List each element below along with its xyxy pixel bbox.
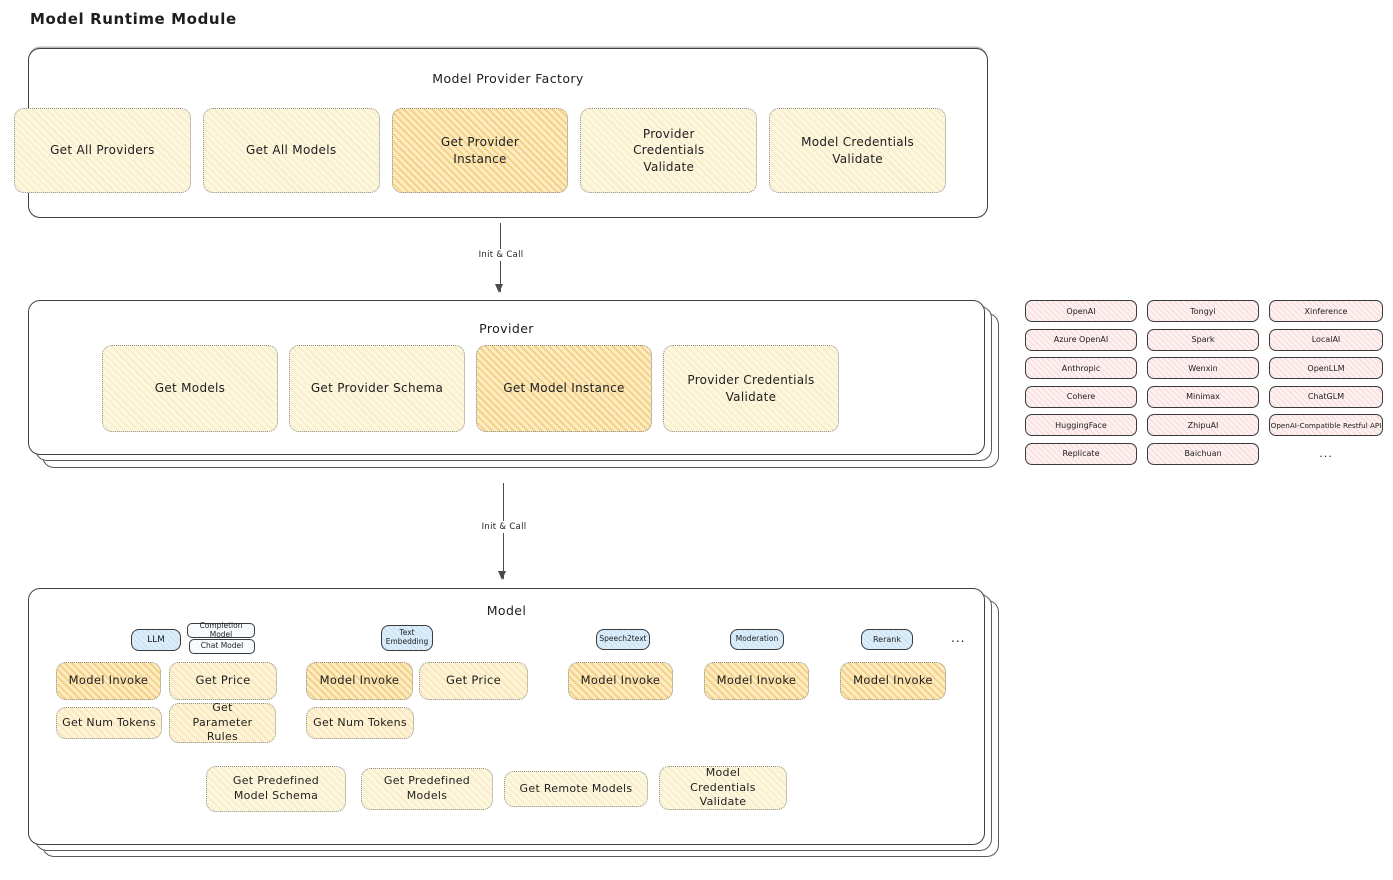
rerank-model-invoke-button: Model Invoke [840,662,946,700]
llm-model-invoke-button: Model Invoke [56,662,161,700]
llm-get-price-button: Get Price [169,662,277,700]
get-model-instance-button: Get Model Instance [476,345,652,432]
provider-chip-zhipuai: ZhipuAI [1147,414,1259,436]
provider-title: Provider [479,321,534,336]
text-embedding-tag: Text Embedding [381,625,433,651]
llm-get-num-tokens-button: Get Num Tokens [56,707,162,739]
factory-title: Model Provider Factory [432,71,584,86]
provider-chip-wenxin: Wenxin [1147,357,1259,379]
init-call-label-bottom: Init & Call [476,521,532,533]
get-predefined-model-schema-button: Get Predefined Model Schema [206,766,346,812]
init-call-label-top: Init & Call [473,249,529,261]
provider-credentials-validate-button: Provider Credentials Validate [580,108,758,193]
factory-button-row: Get All Providers Get All Models Get Pro… [14,108,946,193]
moderation-tag: Moderation [730,629,784,650]
provider-chip-cohere: Cohere [1025,385,1137,408]
init-call-arrow-top: Init & Call [473,223,529,293]
provider-chip-openllm: OpenLLM [1269,357,1383,379]
get-all-providers-button: Get All Providers [14,108,191,193]
completion-model-tag: Completion Model [187,621,255,638]
get-provider-schema-button: Get Provider Schema [289,345,465,432]
get-models-button: Get Models [102,345,278,432]
diagram-title: Model Runtime Module [30,10,237,28]
provider-chip-anthropic: Anthropic [1025,357,1137,379]
model-types-ellipsis: ... [951,631,966,645]
provider-button-row: Get Models Get Provider Schema Get Model… [102,345,839,432]
provider-chip-openai: OpenAI [1025,300,1137,322]
get-remote-models-button: Get Remote Models [504,771,648,807]
provider-list-column-2: Tongyi Spark Wenxin Minimax ZhipuAI Baic… [1147,300,1259,465]
get-provider-instance-button: Get Provider Instance [391,108,569,193]
provider-chip-xinference: Xinference [1269,300,1383,322]
embedding-model-invoke-button: Model Invoke [306,662,413,700]
provider-list: OpenAI Azure OpenAI Anthropic Cohere Hug… [1025,300,1383,465]
model-credentials-validate-button: Model Credentials Validate [769,108,946,193]
get-predefined-models-button: Get Predefined Models [361,768,493,810]
provider-chip-huggingface: HuggingFace [1025,414,1137,436]
provider-chip-chatglm: ChatGLM [1269,385,1383,408]
llm-get-parameter-rules-button: Get Parameter Rules [169,701,276,743]
provider-chip-spark: Spark [1147,328,1259,351]
provider-chip-baichuan: Baichuan [1147,442,1259,465]
provider-chip-openai-compatible: OpenAI-Compatible Restful API [1269,414,1383,436]
provider-list-column-1: OpenAI Azure OpenAI Anthropic Cohere Hug… [1025,300,1137,465]
provider-credentials-validate-button-2: Provider Credentials Validate [663,345,839,432]
provider-chip-tongyi: Tongyi [1147,300,1259,322]
moderation-model-invoke-button: Model Invoke [704,662,809,700]
embedding-get-num-tokens-button: Get Num Tokens [306,707,414,739]
model-panel: Model LLM Completion Model Chat Model Mo… [28,588,985,845]
provider-chip-replicate: Replicate [1025,442,1137,465]
init-call-arrow-bottom: Init & Call [476,483,532,580]
rerank-tag: Rerank [861,629,913,650]
llm-tag: LLM [131,629,181,651]
model-credentials-validate-button-2: Model Credentials Validate [659,766,787,810]
speech2text-tag: Speech2text [596,629,650,650]
provider-chip-minimax: Minimax [1147,385,1259,408]
provider-chip-azure-openai: Azure OpenAI [1025,328,1137,351]
model-title: Model [486,603,527,618]
provider-list-ellipsis: ... [1319,447,1333,460]
provider-chip-localai: LocalAI [1269,328,1383,351]
embedding-get-price-button: Get Price [419,662,528,700]
provider-list-column-3: Xinference LocalAI OpenLLM ChatGLM OpenA… [1269,300,1383,465]
chat-model-tag: Chat Model [189,639,255,654]
get-all-models-button: Get All Models [202,108,380,193]
speech2text-model-invoke-button: Model Invoke [568,662,673,700]
